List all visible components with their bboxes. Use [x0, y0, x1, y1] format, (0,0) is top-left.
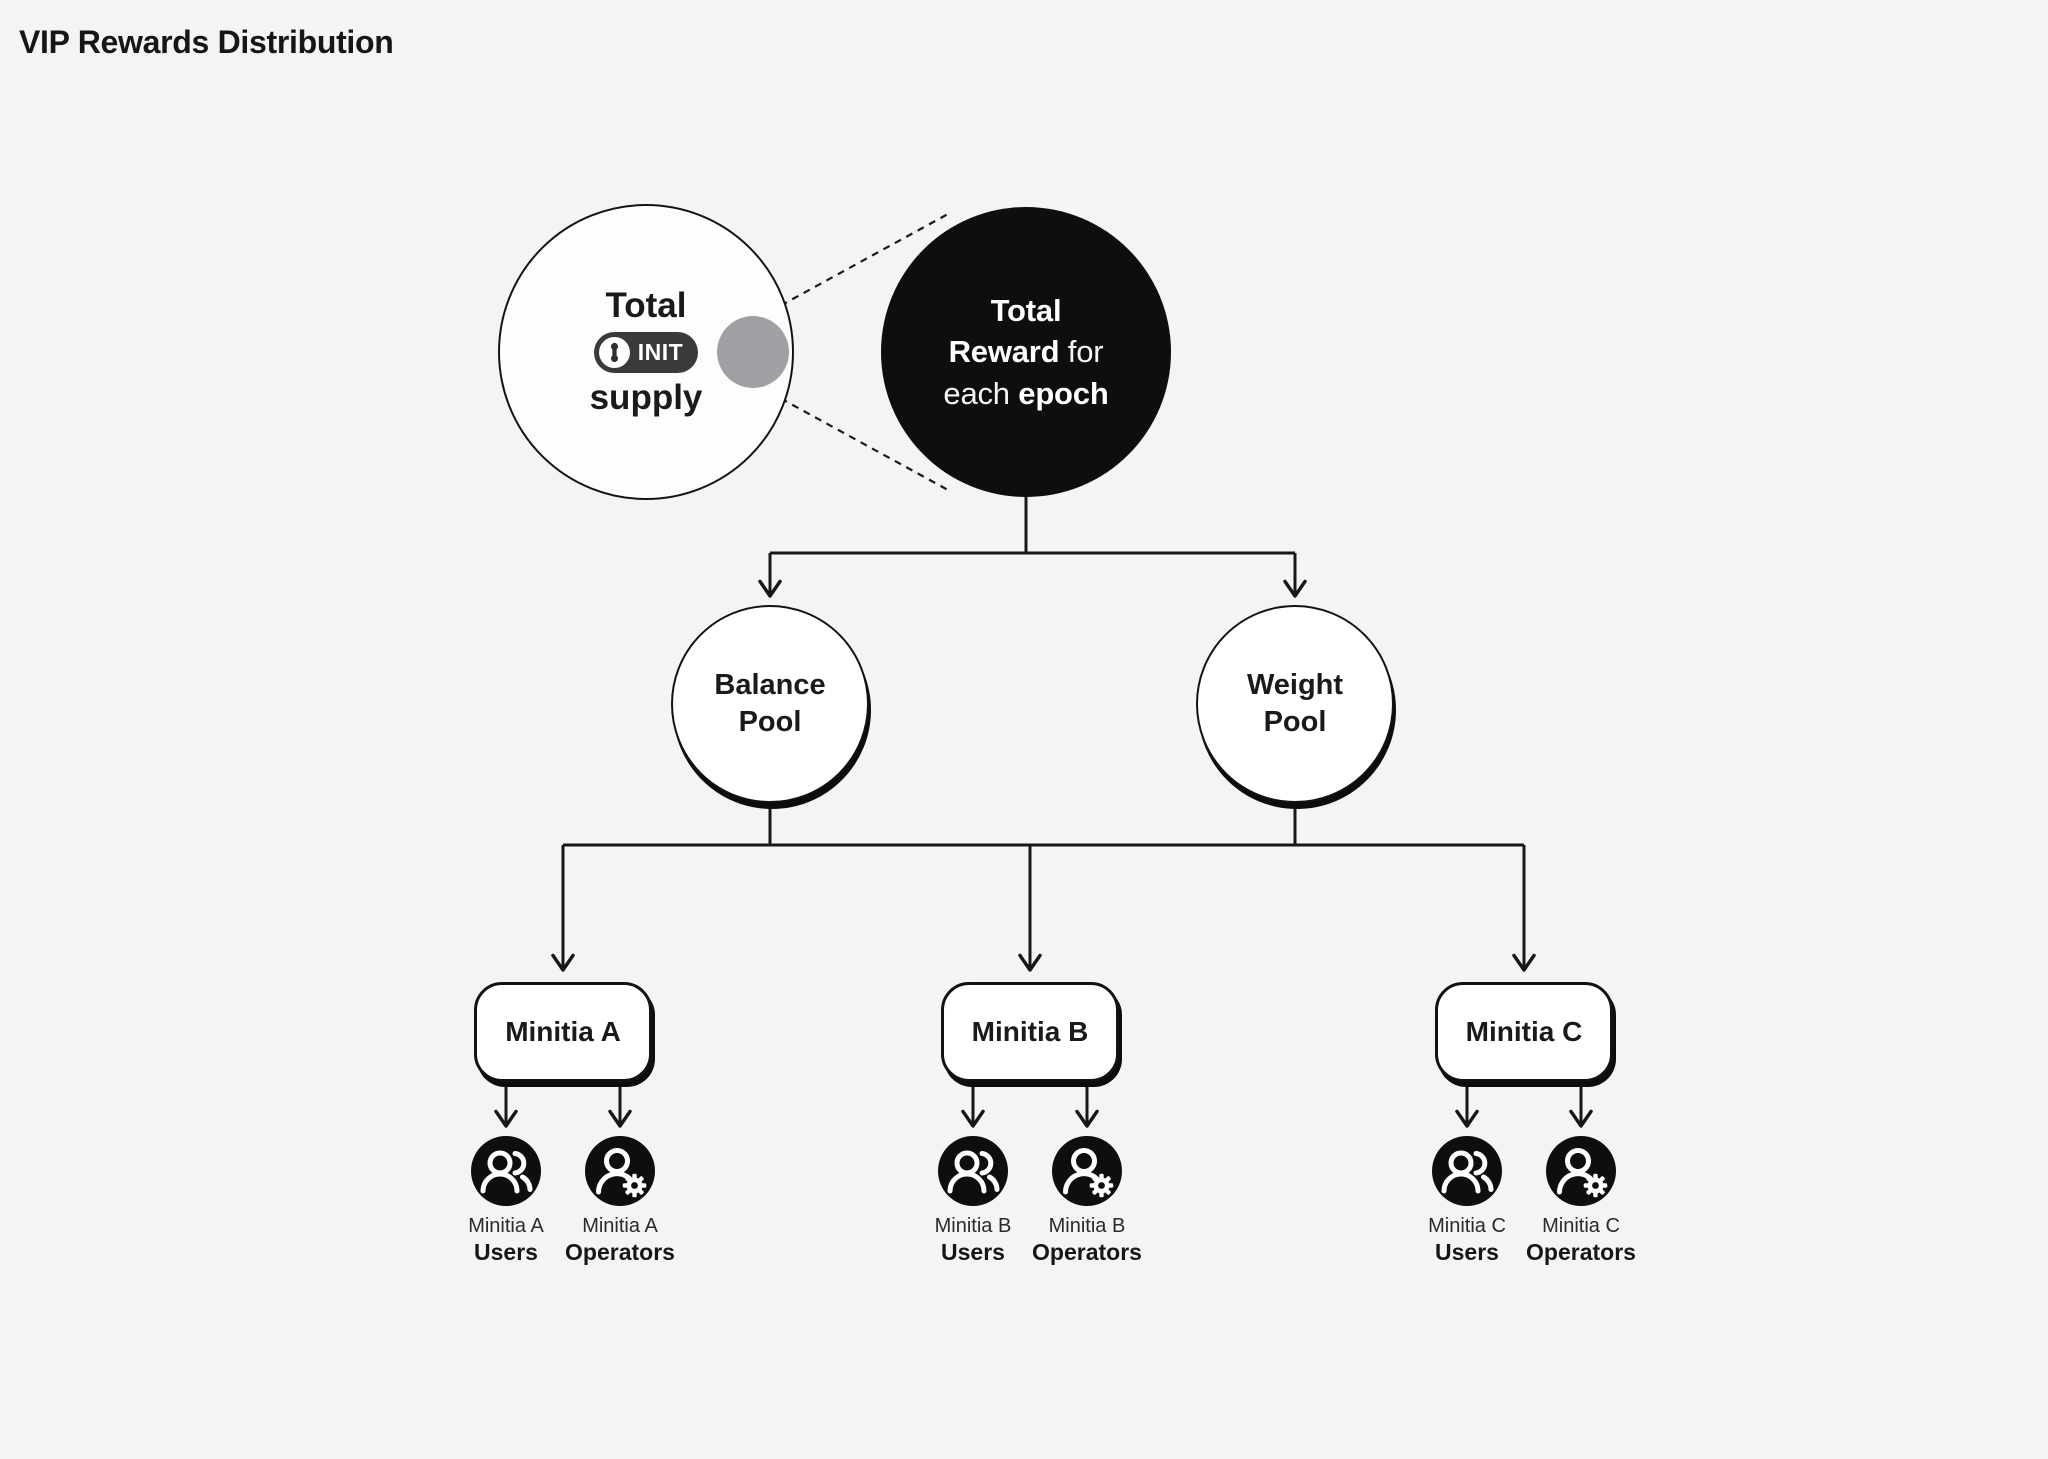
- minitia-c-operators-label: Minitia C Operators: [1526, 1215, 1636, 1265]
- operator-gear-icon: [1052, 1136, 1122, 1206]
- minitia-c-node: Minitia C: [1435, 982, 1613, 1082]
- operator-gear-icon: [1546, 1136, 1616, 1206]
- supply-top-label: Total: [605, 286, 687, 326]
- balance-pool-label: Balance Pool: [714, 668, 826, 738]
- operator-gear-icon: [585, 1136, 655, 1206]
- total-reward-node: Total Reward for each epoch: [881, 207, 1171, 497]
- balance-pool-node: Balance Pool: [671, 605, 869, 803]
- minitia-a-users-label: Minitia A Users: [468, 1215, 544, 1265]
- minitia-c-operators-group: Minitia C Operators: [1496, 1136, 1666, 1267]
- minitia-b-operators-label: Minitia B Operators: [1032, 1215, 1142, 1265]
- weight-pool-label: Weight Pool: [1246, 668, 1344, 738]
- minitia-b-users-group: Minitia B Users: [888, 1136, 1058, 1267]
- users-icon: [938, 1136, 1008, 1206]
- tree-connectors: [494, 495, 1593, 1128]
- total-supply-node: Total INIT supply: [498, 204, 794, 500]
- zoom-callout-dashed-lines: [757, 213, 949, 491]
- minitia-c-users-label: Minitia C Users: [1428, 1215, 1506, 1265]
- minitia-b-label: Minitia B: [971, 1016, 1089, 1047]
- users-icon: [471, 1136, 541, 1206]
- zoom-dot: [717, 316, 789, 388]
- reward-node-text: Total Reward for each epoch: [943, 293, 1109, 411]
- minitia-b-operators-group: Minitia B Operators: [1002, 1136, 1172, 1267]
- minitia-a-operators-label: Minitia A Operators: [565, 1215, 675, 1265]
- minitia-a-node: Minitia A: [474, 982, 652, 1082]
- users-icon: [1432, 1136, 1502, 1206]
- minitia-c-users-group: Minitia C Users: [1382, 1136, 1552, 1267]
- minitia-a-label: Minitia A: [505, 1016, 621, 1047]
- minitia-b-node: Minitia B: [941, 982, 1119, 1082]
- init-badge-label: INIT: [637, 338, 684, 365]
- minitia-a-operators-group: Minitia A Operators: [535, 1136, 705, 1267]
- weight-pool-node: Weight Pool: [1196, 605, 1394, 803]
- init-token-badge: INIT: [593, 331, 699, 373]
- minitia-a-users-group: Minitia A Users: [421, 1136, 591, 1267]
- minitia-c-label: Minitia C: [1465, 1016, 1583, 1047]
- page-title: VIP Rewards Distribution: [19, 24, 394, 60]
- minitia-b-users-label: Minitia B Users: [934, 1215, 1012, 1265]
- init-logo-icon: [598, 336, 630, 368]
- supply-bottom-label: supply: [589, 377, 703, 417]
